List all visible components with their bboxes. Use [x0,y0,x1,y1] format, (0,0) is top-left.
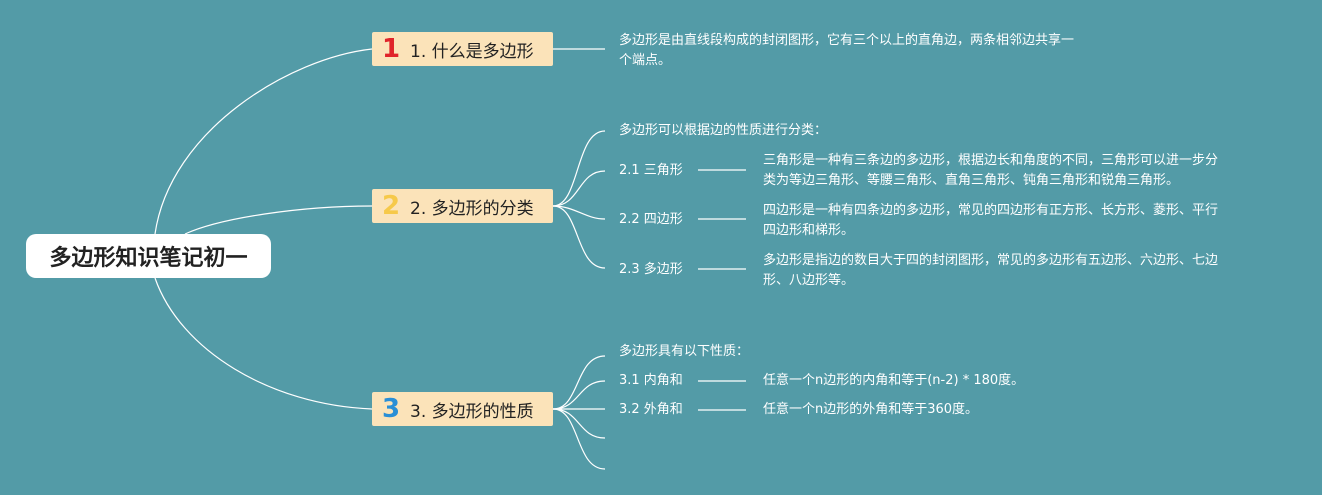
text-line: 三角形是一种有三条边的多边形，根据边长和角度的不同，三角形可以进一步分 [763,153,1219,168]
text-line: 个端点。 [619,53,672,68]
link-branch-3-item-1 [552,380,606,410]
branch-topic-3[interactable]: 3 3. 多边形的性质 [372,392,553,426]
subtopic-2-3[interactable]: 2.3 多边形 [619,262,683,277]
number-1-icon: 1 [381,34,401,64]
link-branch-2-item-3 [552,205,606,269]
link-root-branch-3 [154,277,373,410]
branch-label: 1. 什么是多边形 [410,41,534,62]
subtopic-3-1[interactable]: 3.1 内角和 [619,373,683,388]
text-line: 四边形和梯形。 [763,223,855,238]
subtopic-2-1-description[interactable]: 三角形是一种有三条边的多边形，根据边长和角度的不同，三角形可以进一步分 类为等边… [763,151,1218,191]
link-branch-3-intro [552,355,606,410]
subtopic-2-2-description[interactable]: 四边形是一种有四条边的多边形，常见的四边形有正方形、长方形、菱形、平行 四边形和… [763,201,1218,241]
number-3-icon: 3 [381,394,401,424]
subtopic-2-1[interactable]: 2.1 三角形 [619,163,683,178]
branch-1-description[interactable]: 多边形是由直线段构成的封闭图形，它有三个以上的直角边，两条相邻边共享一 个端点。 [619,31,1074,71]
subtopic-2-3-description[interactable]: 多边形是指边的数目大于四的封闭图形，常见的多边形有五边形、六边形、七边 形、八边… [763,251,1218,291]
branch-3-intro[interactable]: 多边形具有以下性质： [619,344,750,359]
link-branch-3-empty-1 [552,408,606,439]
subtopic-2-2[interactable]: 2.2 四边形 [619,212,683,227]
root-topic[interactable]: 多边形知识笔记初一 [26,234,271,278]
link-root-branch-2 [184,205,373,235]
link-branch-3-empty-2 [552,408,606,470]
subtopic-3-1-description[interactable]: 任意一个n边形的内角和等于(n-2) * 180度。 [763,373,1025,388]
root-title: 多边形知识笔记初一 [49,246,248,271]
number-2-icon: 2 [381,191,401,221]
text-line: 四边形是一种有四条边的多边形，常见的四边形有正方形、长方形、菱形、平行 [763,203,1219,218]
branch-label: 2. 多边形的分类 [410,198,534,219]
link-branch-2-intro [552,130,606,207]
text-line: 多边形是指边的数目大于四的封闭图形，常见的多边形有五边形、六边形、七边 [763,253,1219,268]
branch-label: 3. 多边形的性质 [410,401,534,422]
text-line: 形、八边形等。 [763,273,855,288]
text-line: 类为等边三角形、等腰三角形、直角三角形、钝角三角形和锐角三角形。 [763,173,1180,188]
text-line: 多边形是由直线段构成的封闭图形，它有三个以上的直角边，两条相邻边共享一 [619,33,1075,48]
branch-topic-2[interactable]: 2 2. 多边形的分类 [372,189,553,223]
branch-2-intro[interactable]: 多边形可以根据边的性质进行分类： [619,123,828,138]
branch-topic-1[interactable]: 1 1. 什么是多边形 [372,32,553,66]
subtopic-3-2[interactable]: 3.2 外角和 [619,402,683,417]
link-root-branch-1 [154,48,373,235]
subtopic-3-2-description[interactable]: 任意一个n边形的外角和等于360度。 [763,402,979,417]
link-branch-2-item-1 [552,170,606,207]
